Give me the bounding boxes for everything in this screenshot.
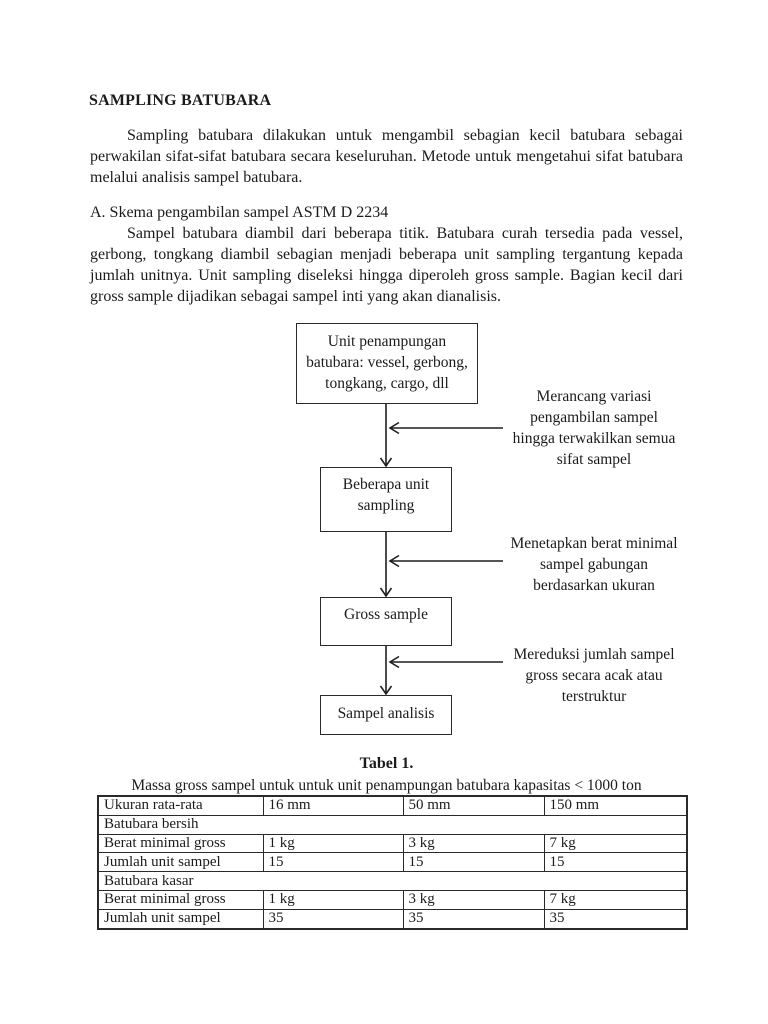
table-cell: 15 bbox=[262, 852, 404, 873]
table-subtitle: Massa gross sampel untuk untuk unit pena… bbox=[131, 777, 642, 794]
flowchart-box-line: Gross sample bbox=[344, 606, 428, 623]
annotation-line: Mereduksi jumlah sampel bbox=[513, 646, 675, 663]
section-paragraph: Sampel batubara diambil dari beberapa ti… bbox=[90, 225, 683, 305]
table-row: Berat minimal gross 1 kg 3 kg 7 kg bbox=[97, 889, 688, 910]
table-cell: 7 kg bbox=[543, 833, 688, 854]
flowchart-box-line: sampling bbox=[357, 497, 415, 514]
annotation-line: sifat sampel bbox=[556, 451, 632, 468]
annotation-line: pengambilan sampel bbox=[530, 409, 658, 426]
annotation-line: hingga terwakilkan semua bbox=[512, 430, 676, 447]
table-header-cell: 50 mm bbox=[402, 795, 545, 816]
data-table: Ukuran rata-rata 16 mm 50 mm 150 mm Batu… bbox=[97, 795, 688, 930]
table-cell: 15 bbox=[402, 852, 545, 873]
flowchart-annotation-3: Mereduksi jumlah sampel gross secara aca… bbox=[488, 644, 700, 707]
table-row: Jumlah unit sampel 15 15 15 bbox=[97, 852, 688, 873]
flowchart-box-unit-penampungan: Unit penampungan batubara: vessel, gerbo… bbox=[296, 323, 478, 404]
table-group-row: Batubara bersih bbox=[97, 814, 688, 835]
flowchart-box-line: tongkang, cargo, dll bbox=[325, 375, 449, 392]
annotation-line: Menetapkan berat minimal bbox=[510, 535, 678, 552]
flowchart-box-line: Beberapa unit bbox=[342, 476, 430, 493]
flowchart-annotation-1: Merancang variasi pengambilan sampel hin… bbox=[488, 386, 700, 470]
arrow-down-icon bbox=[379, 587, 393, 598]
table-cell: 3 kg bbox=[402, 889, 545, 910]
table-caption: Tabel 1. bbox=[359, 755, 414, 772]
flowchart-box-line: batubara: vessel, gerbong, bbox=[306, 354, 468, 371]
table-cell: 35 bbox=[262, 908, 404, 930]
table-header-cell: Ukuran rata-rata bbox=[97, 795, 264, 816]
table-cell: Jumlah unit sampel bbox=[97, 908, 264, 930]
table-header-cell: 150 mm bbox=[543, 795, 688, 816]
table-cell: 3 kg bbox=[402, 833, 545, 854]
arrow-down-icon bbox=[379, 685, 393, 696]
table-cell: 1 kg bbox=[262, 833, 404, 854]
table-cell: 1 kg bbox=[262, 889, 404, 910]
arrow-left-icon bbox=[388, 554, 400, 568]
table-header-cell: 16 mm bbox=[262, 795, 404, 816]
section-heading: A. Skema pengambilan sampel ASTM D 2234 bbox=[90, 204, 389, 221]
table-group-label: Batubara kasar bbox=[97, 871, 688, 891]
annotation-line: berdasarkan ukuran bbox=[533, 577, 655, 594]
intro-paragraph: Sampling batubara dilakukan untuk mengam… bbox=[90, 127, 683, 186]
annotation-line: Merancang variasi bbox=[536, 388, 652, 405]
table-group-label: Batubara bersih bbox=[97, 814, 688, 835]
annotation-line: terstruktur bbox=[561, 688, 627, 705]
flowchart-box-unit-sampling: Beberapa unit sampling bbox=[320, 467, 452, 532]
arrow-left-icon bbox=[388, 655, 400, 669]
table-cell: 15 bbox=[543, 852, 688, 873]
flowchart-box-sampel-analisis: Sampel analisis bbox=[320, 695, 452, 735]
table-header-row: Ukuran rata-rata 16 mm 50 mm 150 mm bbox=[97, 795, 688, 816]
table-cell: Berat minimal gross bbox=[97, 889, 264, 910]
table-cell: Jumlah unit sampel bbox=[97, 852, 264, 873]
table-row: Berat minimal gross 1 kg 3 kg 7 kg bbox=[97, 833, 688, 854]
document-title: SAMPLING BATUBARA bbox=[89, 92, 272, 109]
table-cell: Berat minimal gross bbox=[97, 833, 264, 854]
flowchart-box-line: Sampel analisis bbox=[337, 705, 435, 722]
arrow-left-icon bbox=[388, 421, 400, 435]
table-group-row: Batubara kasar bbox=[97, 871, 688, 891]
annotation-line: gross secara acak atau bbox=[525, 667, 663, 684]
annotation-line: sampel gabungan bbox=[539, 556, 649, 573]
table-row: Jumlah unit sampel 35 35 35 bbox=[97, 908, 688, 930]
arrow-down-icon bbox=[379, 457, 393, 468]
flowchart-annotation-2: Menetapkan berat minimal sampel gabungan… bbox=[488, 533, 700, 596]
table-cell: 35 bbox=[543, 908, 688, 930]
table-cell: 35 bbox=[402, 908, 545, 930]
flowchart-box-line: Unit penampungan bbox=[327, 333, 447, 350]
flowchart-box-gross-sample: Gross sample bbox=[320, 597, 452, 646]
table-cell: 7 kg bbox=[543, 889, 688, 910]
